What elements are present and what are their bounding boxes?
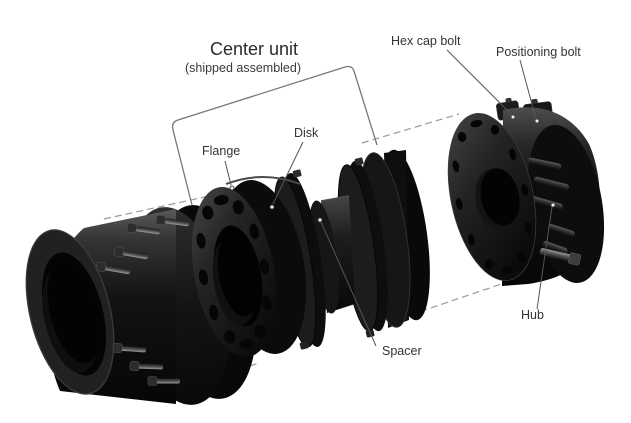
hex-cap-bolt-label: Hex cap bolt: [391, 34, 461, 48]
right-hub-illustration: [447, 97, 605, 287]
flange-leader-dot: [229, 185, 235, 191]
positioning-bolt-label: Positioning bolt: [496, 45, 581, 59]
positioning-bolt-leader-dot: [534, 118, 540, 124]
disk-label: Disk: [294, 126, 319, 140]
dashed-line-upper-left: [103, 195, 210, 220]
dashed-line-lower-right: [409, 276, 523, 316]
flange-bolt-holes: [196, 195, 272, 349]
spacer-leader-line: [320, 221, 377, 347]
hex-cap-bolt-leader-dot: [510, 114, 516, 120]
center-unit-title: Center unit: [209, 39, 299, 59]
positioning-bolt-leader-line: [519, 59, 537, 120]
spacer-leader-dot: [317, 217, 323, 223]
center-unit-bracket: [171, 65, 378, 206]
hex-cap-bolt-leader-line: [446, 49, 513, 116]
disk-leader-dot: [269, 204, 275, 210]
disk-leader-line: [272, 141, 304, 205]
center-unit-illustration: [191, 149, 430, 357]
hub-leader-dot: [550, 202, 556, 208]
left-hub-bolts: [95, 214, 190, 386]
leader-endpoints: [229, 114, 556, 223]
flange-label: Flange: [202, 144, 241, 158]
flange-leader-line: [224, 160, 232, 186]
right-hub-body-bolts: [527, 157, 582, 266]
hub-label: Hub: [521, 308, 544, 322]
center-unit-subtitle: (shipped assembled): [184, 61, 302, 75]
flange-illustration: [191, 176, 307, 357]
spacer-label: Spacer: [382, 344, 422, 358]
spacer-illustration: [308, 195, 355, 314]
dashed-line-upper-right: [361, 113, 460, 144]
leader-lines: [224, 49, 553, 347]
hub-leader-line: [536, 206, 553, 310]
right-hub-bolt-holes: [452, 119, 532, 275]
